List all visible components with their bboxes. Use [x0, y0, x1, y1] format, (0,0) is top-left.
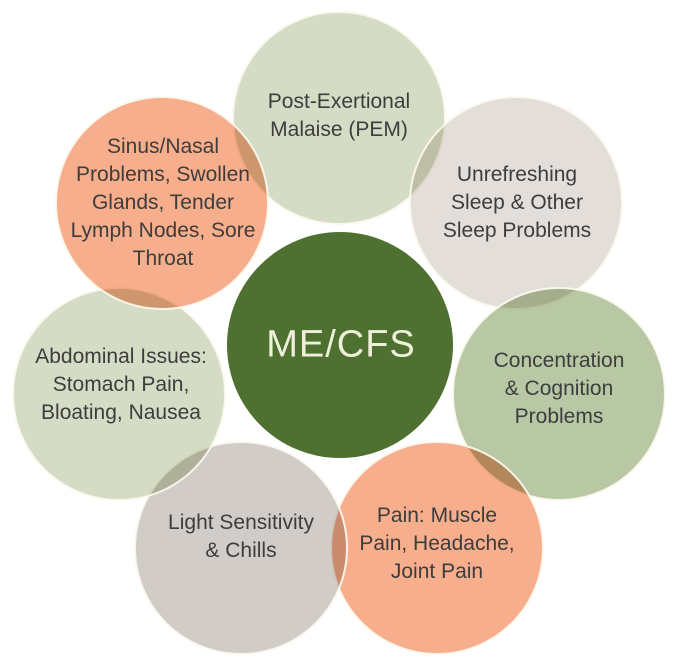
label-line: Stomach Pain,	[52, 373, 190, 396]
label-line: Malaise (PEM)	[270, 118, 408, 141]
label-line: Sleep Problems	[442, 219, 592, 242]
label-line: Light Sensitivity	[168, 511, 314, 534]
petal-label-concentration-cognition: Concentration & Cognition Problems	[494, 347, 625, 431]
circle-outline-light-sensitivity-chills	[134, 441, 348, 655]
circle-outline-concentration-cognition	[452, 287, 666, 501]
circle-outline-sinus-nasal	[55, 96, 269, 310]
label-line: Lymph Nodes, Sore	[70, 219, 256, 242]
circle-abdominal-issues	[13, 288, 225, 500]
circle-sinus-nasal	[56, 97, 268, 309]
petal-label-sinus-nasal: Sinus/Nasal Problems, Swollen Glands, Te…	[71, 133, 256, 273]
label-line: Bloating, Nausea	[41, 401, 201, 424]
petal-label-unrefreshing-sleep: Unrefreshing Sleep & Other Sleep Problem…	[443, 161, 591, 245]
label-line: Joint Pain	[390, 560, 484, 583]
label-line: Unrefreshing	[456, 163, 578, 186]
circle-post-exertional-malaise	[233, 12, 445, 224]
label-line: Glands, Tender	[91, 191, 235, 214]
label-line: Concentration	[493, 349, 625, 372]
label-line: Problems	[514, 405, 604, 428]
petal-label-pain: Pain: Muscle Pain, Headache, Joint Pain	[359, 502, 514, 586]
circle-center-mecfs	[227, 232, 453, 458]
petal-label-post-exertional-malaise: Post-Exertional Malaise (PEM)	[268, 88, 410, 144]
label-line: Pain: Muscle	[376, 504, 498, 527]
label-line: Abdominal Issues:	[35, 345, 207, 368]
label-line: Throat	[132, 247, 194, 270]
petal-label-light-sensitivity-chills: Light Sensitivity & Chills	[168, 509, 314, 565]
circle-pain	[331, 442, 543, 654]
petal-label-abdominal-issues: Abdominal Issues: Stomach Pain, Bloating…	[35, 343, 207, 427]
center-label-mecfs: ME/CFS	[266, 323, 416, 366]
label-line: Post-Exertional	[267, 90, 411, 113]
circle-concentration-cognition	[453, 288, 665, 500]
circle-unrefreshing-sleep	[410, 97, 622, 309]
label-line: Sinus/Nasal	[106, 135, 220, 158]
label-line: Sleep & Other	[451, 191, 583, 214]
label-line: Problems, Swollen	[76, 163, 250, 186]
circle-light-sensitivity-chills	[135, 442, 347, 654]
label-line: & Chills	[205, 539, 277, 562]
circle-outline-post-exertional-malaise	[232, 11, 446, 225]
label-line: Pain, Headache,	[359, 532, 515, 555]
label-line: & Cognition	[504, 377, 614, 400]
